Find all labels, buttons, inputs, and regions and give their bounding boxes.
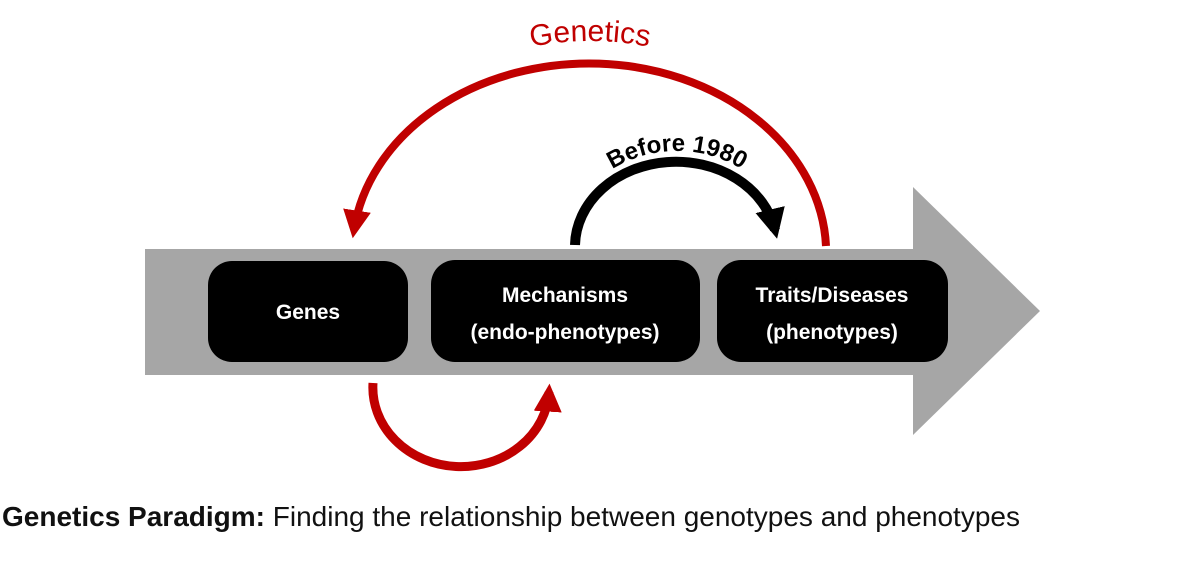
before-1980-arc-arrow	[570, 156, 785, 246]
genes-to-mechanisms-arc-arrow	[368, 382, 562, 472]
mechanisms-box-label-line2: (endo-phenotypes)	[471, 321, 660, 344]
before-1980-arc-label: Before 1980	[602, 130, 752, 174]
genetics-arc-arrow	[343, 59, 830, 247]
mechanisms-box-label-line1: Mechanisms	[502, 284, 628, 307]
genetics-paradigm-diagram: Genetics Before 1980 Genes Mechanisms (e…	[145, 15, 1040, 472]
mechanisms-box	[431, 260, 700, 362]
genes-box	[208, 261, 408, 362]
traits-diseases-box-label-line2: (phenotypes)	[766, 321, 898, 344]
genetics-arc-label: Genetics	[527, 15, 653, 54]
traits-diseases-box	[717, 260, 948, 362]
traits-diseases-box-label-line1: Traits/Diseases	[756, 284, 909, 307]
figure-caption: Genetics Paradigm: Finding the relations…	[2, 500, 1182, 534]
caption-title: Genetics Paradigm:	[2, 501, 265, 532]
caption-text: Finding the relationship between genotyp…	[264, 501, 1020, 532]
genes-box-label: Genes	[276, 301, 340, 324]
